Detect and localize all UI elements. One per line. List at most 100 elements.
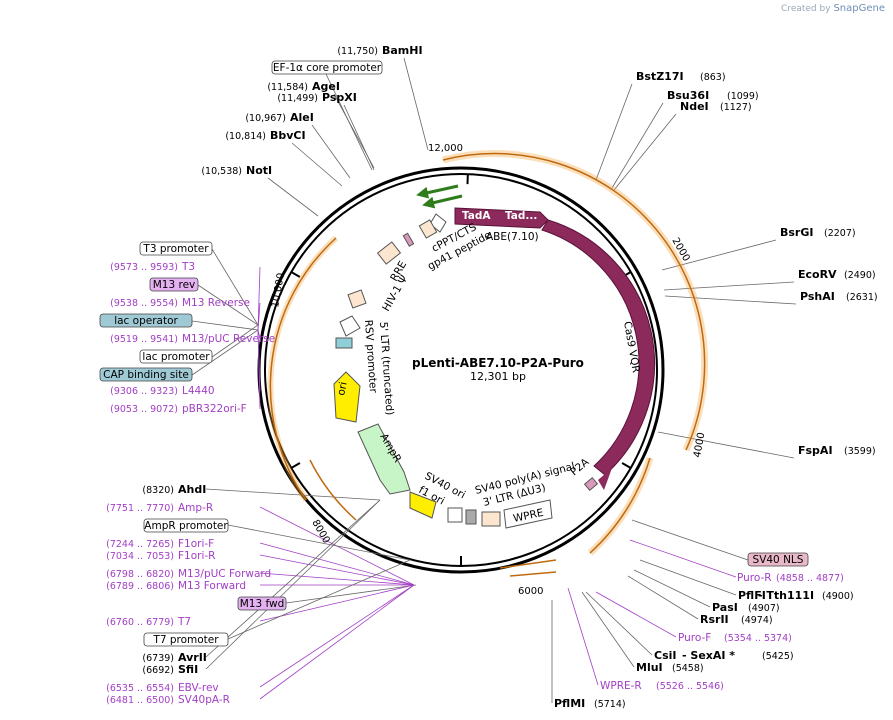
tada-label-2: Tad... <box>505 210 537 222</box>
bl-primer-pos-12: (6535 .. 6554) <box>106 683 174 694</box>
cppt-feature[interactable] <box>429 213 447 233</box>
tick-label: 10,000 <box>270 272 287 308</box>
rsv-feature[interactable] <box>339 315 361 337</box>
ltr5-stripe <box>335 337 353 349</box>
leader-line <box>611 102 664 189</box>
bl-box-9-text: T7 promoter <box>152 634 219 646</box>
left-tbox-4[interactable]: lac operator <box>99 313 193 328</box>
tick-label: 4000 <box>692 432 707 459</box>
bl-box-2[interactable]: AmpR promoter <box>143 518 229 533</box>
site-bsu36i: Bsu36I <box>667 89 709 102</box>
leader-line <box>259 584 415 688</box>
site-pos-bstz17i: (863) <box>700 72 726 83</box>
leader-line <box>311 124 351 179</box>
leader-line <box>627 575 699 620</box>
bl-box-9[interactable]: T7 promoter <box>143 632 229 647</box>
rre-feature[interactable] <box>376 241 402 265</box>
bl-box-9-box <box>143 632 229 647</box>
br-tth111i: - Tth111I <box>758 589 814 602</box>
br-pasi-pos: (4907) <box>748 603 780 614</box>
left-box-6[interactable]: lac promoter <box>139 349 213 364</box>
left-tbox-7-box <box>99 367 193 382</box>
site-agei: AgeI <box>312 80 340 93</box>
abe-label: ABE(7.10) <box>486 231 539 243</box>
bl-primer-5: M13/pUC Forward <box>178 568 271 580</box>
site-pos-alei: (10,967) <box>245 113 286 124</box>
leader-line <box>197 284 259 326</box>
left-primer-pos-8: (9306 .. 9323) <box>110 386 178 397</box>
br-pflfi-pos: (4900) <box>822 591 854 602</box>
site-pos-ndei: (1127) <box>720 102 752 113</box>
leader-line <box>227 524 411 561</box>
left-box-0-box <box>139 241 213 256</box>
tick-mark <box>290 462 301 469</box>
site-bsrgi: BsrGI <box>780 226 813 239</box>
ef1a-promoter-label-text: EF-1α core promoter <box>273 62 382 74</box>
wpre-feature[interactable] <box>503 499 553 529</box>
tick-mark <box>621 462 632 469</box>
bl-pbox-7-box <box>237 596 287 611</box>
left-pbox-2[interactable]: M13 rev <box>149 277 199 292</box>
ltr3-feature[interactable] <box>481 511 501 527</box>
leader-line <box>657 431 795 459</box>
tick-label: 6000 <box>518 586 543 597</box>
leader-line <box>211 248 259 326</box>
f1ori-feature[interactable] <box>409 491 437 519</box>
leader-line <box>633 569 711 608</box>
ef1a-promoter-label[interactable]: EF-1α core promoter <box>271 60 383 75</box>
leader-lines <box>191 57 797 703</box>
br-wpre-r-pos: (5526 .. 5546) <box>656 681 724 692</box>
sv40-promoter-feature[interactable] <box>447 507 463 523</box>
site-pos-bsrgi: (2207) <box>824 228 856 239</box>
leader-line <box>291 142 343 187</box>
br-pflmi-pos: (5714) <box>594 699 626 710</box>
left-pbox-2-box <box>149 277 199 292</box>
br-puro-f-pos: (5354 .. 5374) <box>724 633 792 644</box>
hiv-psi-feature[interactable] <box>402 232 415 247</box>
bl-primer-3: F1ori-F <box>178 538 214 550</box>
ampr-feature[interactable] <box>357 423 411 495</box>
sv40-nls-label[interactable]: SV40 NLS <box>747 552 809 567</box>
bl-pbox-7[interactable]: M13 fwd <box>237 596 287 611</box>
br-sexai: - SexAI * <box>682 649 735 662</box>
ori-feature[interactable] <box>333 371 361 423</box>
leader-line <box>191 329 259 376</box>
leader-line <box>259 584 415 622</box>
leader-line <box>211 324 259 358</box>
br-csii-pos: (5425) <box>762 651 794 662</box>
leader-line <box>343 104 375 171</box>
leader-line <box>267 177 319 217</box>
bl-primer-13: SV40pA-R <box>178 694 230 706</box>
sv40-pa-feature[interactable] <box>465 509 477 525</box>
site-pos-pshai: (2631) <box>846 292 878 303</box>
site-pos-pspxi: (11,499) <box>277 93 318 104</box>
leader-line <box>639 559 737 596</box>
ori-label: ori <box>335 381 350 397</box>
leader-line <box>205 499 381 670</box>
bl-box-2-box <box>143 518 229 533</box>
tada-feature[interactable] <box>454 207 549 229</box>
p2a-label: P2A <box>568 456 592 479</box>
ltr5-feature[interactable] <box>347 289 367 309</box>
leader-line <box>257 302 261 331</box>
left-primer-8: L4440 <box>182 385 215 397</box>
gp41-feature[interactable] <box>418 219 438 239</box>
snapgene-credit: Created by SnapGene <box>781 3 885 14</box>
leader-line <box>581 591 635 668</box>
leader-line <box>259 542 415 586</box>
left-box-0[interactable]: T3 promoter <box>139 241 213 256</box>
bl-site-pos-11: (6692) <box>142 665 174 676</box>
primer-binding-arcs <box>267 150 709 577</box>
leader-line <box>613 113 677 191</box>
left-primer-3: M13 Reverse <box>182 297 250 309</box>
annotation-labels: BstZ17I(863)Bsu36I(1099)NdeI(1127)BsrGI(… <box>99 44 878 710</box>
bl-primer-pos-8: (6760 .. 6779) <box>106 617 174 628</box>
leader-line <box>191 320 259 331</box>
cas9-arrow-head <box>598 468 612 490</box>
orange-arc-bottom <box>587 456 654 556</box>
br-mlui: MluI <box>636 661 663 674</box>
bl-primer-pos-4: (7034 .. 7053) <box>106 551 174 562</box>
left-tbox-7[interactable]: CAP binding site <box>99 367 193 382</box>
leader-line <box>259 554 415 586</box>
p2a-feature[interactable] <box>583 477 599 491</box>
